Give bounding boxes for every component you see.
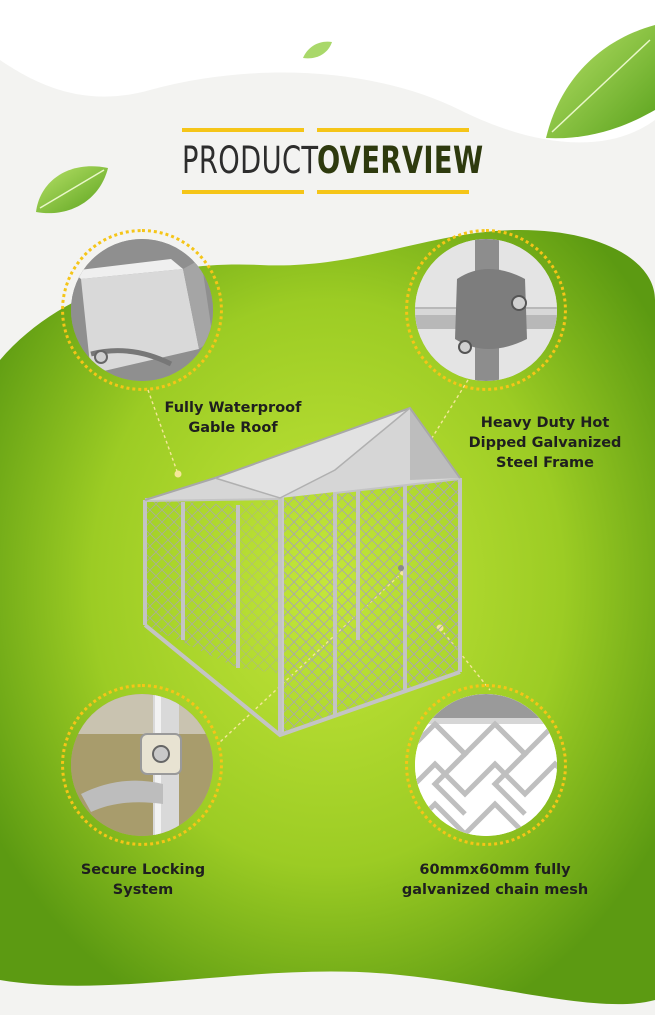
roof-detail-ring: [61, 229, 223, 391]
feature-label-line: System: [112, 882, 174, 898]
latch-detail-image: [71, 694, 213, 836]
section-header: PRODUCT OVERVIEW: [0, 128, 655, 194]
latch-detail-ring: [61, 684, 223, 846]
feature-label-line: galvanized chain mesh: [401, 882, 589, 898]
feature-label-mesh: 60mmx60mm fully galvanized chain mesh: [390, 860, 600, 900]
leaf-icon: [303, 41, 332, 59]
leaf-icon: [36, 166, 108, 214]
mesh-detail-ring: [405, 684, 567, 846]
header-bar-top-right: [317, 128, 469, 132]
feature-label-line: Steel Frame: [496, 455, 594, 471]
leaf-icon: [546, 25, 655, 139]
feature-label-line: Secure Locking: [80, 862, 206, 878]
roof-detail-image: [71, 239, 213, 381]
header-bar-bottom-left: [182, 190, 304, 194]
title-product: PRODUCT: [182, 139, 319, 182]
frame-detail-image: [415, 239, 557, 381]
feature-label-line: Heavy Duty Hot: [480, 415, 610, 431]
mesh-detail-image: [415, 694, 557, 836]
feature-label-line: 60mmx60mm fully: [419, 862, 571, 878]
kennel-illustration: [143, 406, 462, 738]
feature-label-roof: Fully Waterproof Gable Roof: [158, 398, 308, 438]
feature-label-lock: Secure Locking System: [68, 860, 218, 900]
feature-label-frame: Heavy Duty Hot Dipped Galvanized Steel F…: [460, 413, 630, 473]
feature-label-line: Dipped Galvanized: [468, 435, 622, 451]
header-bar-bottom-right: [317, 190, 469, 194]
feature-label-line: Fully Waterproof: [164, 400, 302, 416]
title-overview: OVERVIEW: [317, 139, 484, 182]
feature-label-line: Gable Roof: [188, 420, 278, 436]
header-bar-top-left: [182, 128, 304, 132]
frame-detail-ring: [405, 229, 567, 391]
